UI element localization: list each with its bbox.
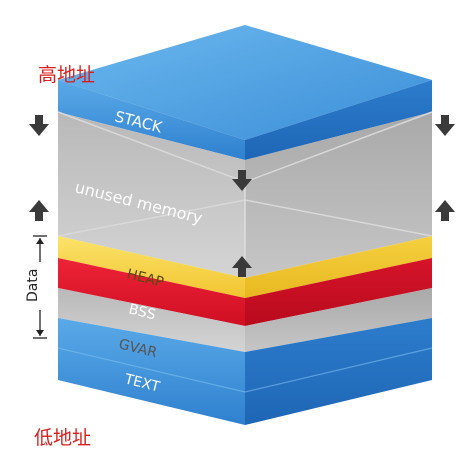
data-label-backdrop xyxy=(26,262,42,310)
gvar-left-face xyxy=(58,288,245,352)
heap-left-face xyxy=(58,236,245,298)
high-address-label: 高地址 xyxy=(38,64,96,86)
down-arrow-icon-center xyxy=(232,170,252,191)
low-address-label: 低地址 xyxy=(34,427,92,449)
up-arrow-icon-left xyxy=(29,200,49,221)
bss-label: BSS xyxy=(127,301,157,323)
stack-left-face xyxy=(58,80,245,160)
down-arrow-icon-left xyxy=(29,115,49,136)
data-bracket xyxy=(33,235,47,339)
unused-left-face xyxy=(58,112,245,278)
data-bracket-label: Data xyxy=(25,269,41,302)
text-layer-edge xyxy=(57,347,433,393)
up-arrow-icon-right xyxy=(435,200,455,221)
text-right-face xyxy=(245,318,432,425)
stack-right-face xyxy=(245,80,432,160)
text-left-face xyxy=(58,318,245,425)
heap-right-face xyxy=(245,236,432,298)
down-arrow-icon-right xyxy=(435,115,455,136)
bss-left-face xyxy=(58,258,245,326)
gvar-right-face xyxy=(245,288,432,352)
stack-top-face xyxy=(58,25,432,140)
bss-right-face xyxy=(245,258,432,326)
unused-right-face xyxy=(245,112,432,278)
up-arrow-icon-center xyxy=(232,256,252,277)
